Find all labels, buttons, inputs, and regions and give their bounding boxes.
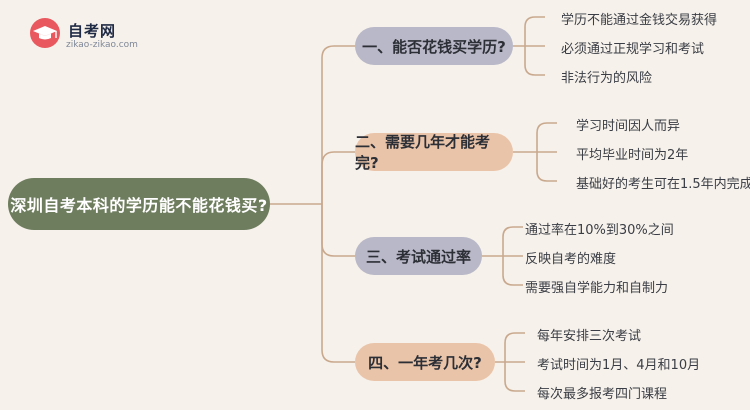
leaf-connector-1 [513, 16, 545, 76]
leaf-1-2: 必须通过正规学习和考试 [561, 42, 705, 57]
leaf-3-2: 反映自考的难度 [525, 252, 617, 267]
leaf-connector-2 [513, 122, 557, 182]
leaf-1-3: 非法行为的风险 [561, 71, 653, 86]
graduation-cap-icon [30, 18, 60, 48]
logo-name: 自考网 [68, 22, 117, 40]
leaf-3-3: 需要强自学能力和自制力 [525, 281, 669, 296]
leaf-2-3: 基础好的考生可在1.5年内完成 [576, 177, 750, 192]
leaf-4-2: 考试时间为1月、4月和10月 [537, 358, 701, 373]
logo-url: zikao-zikao.com [66, 40, 138, 50]
leaf-1-1: 学历不能通过金钱交易获得 [561, 13, 718, 28]
branch-node-3: 三、考试通过率 [355, 237, 482, 275]
leaf-2-1: 学习时间因人而异 [576, 119, 681, 134]
leaf-3-1: 通过率在10%到30%之间 [525, 223, 674, 238]
leaf-4-1: 每年安排三次考试 [537, 329, 642, 344]
branch-connector-4 [321, 204, 355, 363]
site-logo: 自考网 zikao-zikao.com [30, 14, 140, 54]
leaf-2-2: 平均毕业时间为2年 [576, 148, 689, 163]
branch-node-1: 一、能否花钱买学历? [355, 27, 513, 65]
branch-connector-2 [321, 151, 355, 204]
branch-node-2: 二、需要几年才能考完? [355, 133, 513, 172]
leaf-connector-3 [482, 226, 523, 286]
branch-connector-1 [321, 45, 355, 204]
leaf-connector-4 [495, 332, 525, 392]
root-node: 深圳自考本科的学历能不能花钱买? [8, 178, 270, 230]
leaf-4-3: 每次最多报考四门课程 [537, 387, 668, 402]
branch-node-4: 四、一年考几次? [355, 343, 495, 381]
branch-connector-3 [321, 204, 355, 257]
